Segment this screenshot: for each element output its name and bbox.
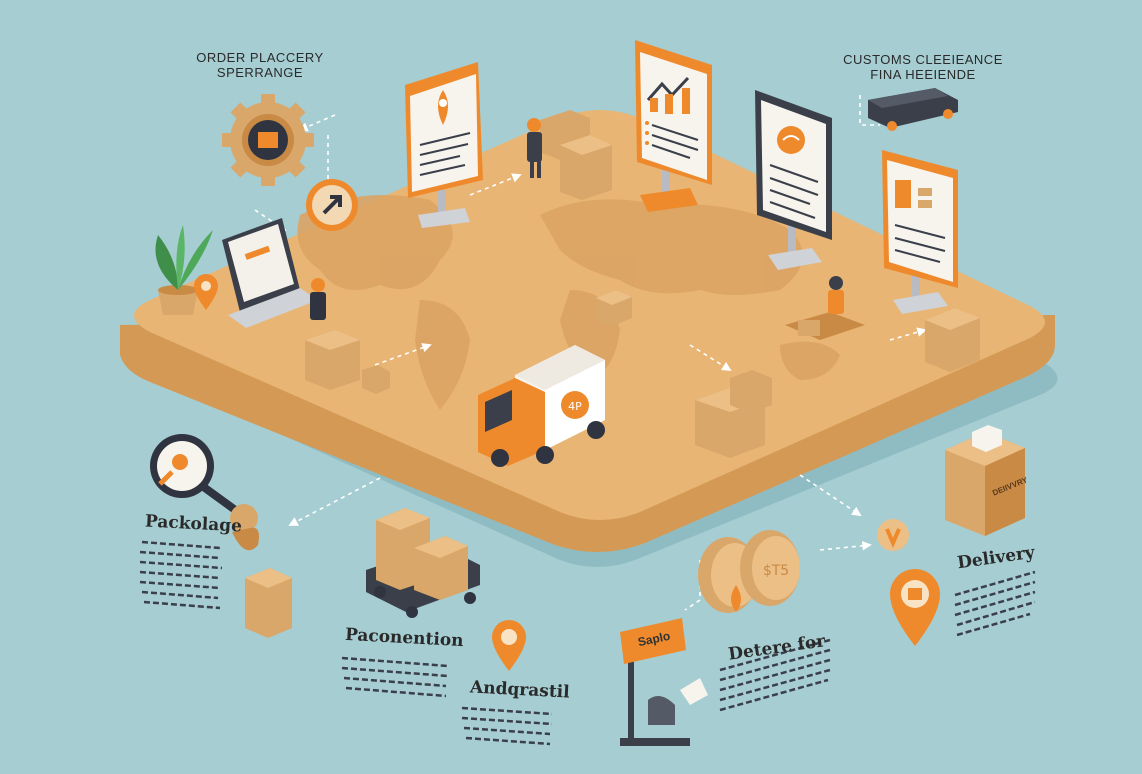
sign-board-customs — [882, 150, 958, 314]
customs-line2: FINA HEEIENDE — [870, 67, 976, 82]
location-pin-icon — [194, 274, 218, 310]
badge-icon — [306, 179, 358, 231]
text-lines-packaging — [139, 540, 223, 610]
box-stack-right — [925, 308, 980, 372]
small-box — [596, 290, 632, 326]
sign-board-chart — [635, 40, 712, 212]
worker-boxes-top — [527, 110, 612, 200]
customs-line1: CUSTOMS CLEEIEANCE — [843, 52, 1003, 67]
order-placement-label: ORDER PLACCERY SPERRANGE — [195, 50, 325, 80]
location-pin-icon — [890, 569, 940, 646]
sign-board-location — [405, 62, 483, 228]
person-figure — [310, 278, 326, 320]
plant-icon — [155, 225, 213, 315]
cart-boxes — [366, 508, 480, 618]
order-placement-line1: ORDER PLACCERY — [196, 50, 324, 65]
gear-icon — [222, 94, 314, 186]
sign-post — [620, 618, 708, 746]
seated-worker — [785, 276, 865, 340]
order-placement-line2: SPERRANGE — [216, 65, 304, 80]
text-lines-pacnonention — [341, 656, 449, 698]
box-packaging — [245, 568, 292, 638]
laptop-icon — [222, 218, 318, 328]
location-pin-icon — [492, 620, 526, 671]
hand-icon — [877, 519, 909, 551]
delivery-truck-icon: 4P — [478, 345, 605, 467]
text-lines-andqurastil — [461, 706, 553, 746]
customs-clearance-label: CUSTOMS CLEEIEANCE FINA HEEIENDE — [843, 52, 1003, 82]
svg-text:$T5: $T5 — [763, 563, 789, 579]
car-icon — [868, 88, 958, 131]
text-lines-delivery — [954, 570, 1036, 637]
text-lines-detere — [719, 638, 831, 712]
sign-board-document — [755, 90, 832, 270]
box-stack-left — [305, 330, 390, 394]
box-stack-center — [695, 370, 772, 458]
svg-text:4P: 4P — [568, 400, 582, 413]
coin-icon: $T5 — [698, 530, 800, 613]
delivery-box — [945, 425, 1025, 536]
person-figure-left — [230, 504, 259, 551]
magnifier-icon — [150, 434, 242, 516]
